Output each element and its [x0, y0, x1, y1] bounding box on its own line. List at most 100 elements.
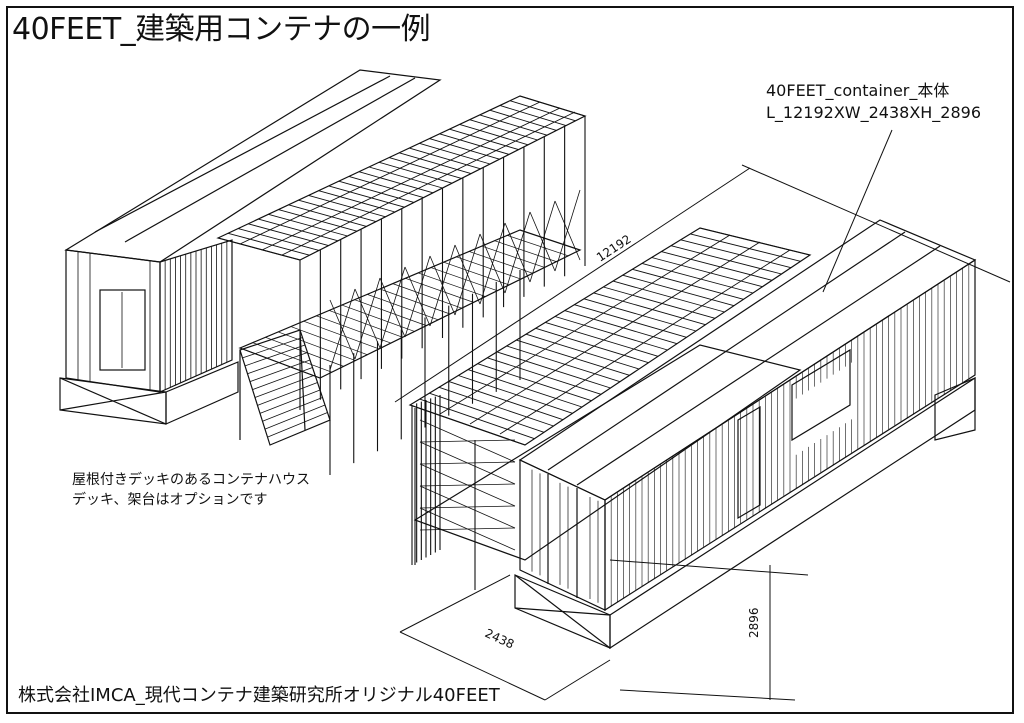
deck-board	[481, 245, 545, 268]
roof-beam	[593, 292, 706, 326]
roof-beam	[516, 339, 630, 376]
container-name-label: 40FEET_container_本体	[766, 81, 950, 100]
stair-step	[257, 382, 318, 406]
x-brace	[329, 288, 356, 371]
roof-beam	[288, 204, 367, 227]
roof-beam	[489, 109, 557, 131]
container-size-label: L_12192XW_2438XH_2896	[766, 103, 982, 122]
deck-board	[316, 315, 392, 344]
roof-beam	[499, 105, 567, 127]
roof-beam	[308, 194, 386, 218]
deck-board	[443, 261, 510, 286]
roof-beam	[509, 100, 576, 122]
roof-beam	[583, 298, 697, 332]
roof-beam	[429, 392, 545, 433]
deck-board	[354, 299, 427, 326]
deck-board	[430, 267, 498, 292]
x-brace	[554, 189, 581, 272]
page-title: 40FEET_建築用コンテナの一例	[12, 12, 431, 47]
roof-beam	[603, 286, 716, 319]
x-brace	[419, 483, 516, 487]
roof-beam	[564, 310, 678, 345]
roof-beam	[459, 123, 529, 146]
roof-beam	[699, 227, 811, 256]
roof-purlin	[439, 234, 731, 415]
roof-beam	[268, 213, 348, 237]
roof-beam	[574, 304, 687, 338]
roof-beam	[641, 262, 754, 294]
stair-step	[252, 367, 313, 390]
deck-board	[494, 240, 557, 262]
roof-beam	[368, 166, 443, 189]
roof-beam	[358, 171, 434, 194]
roof-beam	[479, 114, 548, 136]
deck-caption: 屋根付きデッキのあるコンテナハウス デッキ、架台はオプションです	[72, 470, 310, 510]
roof-beam	[399, 152, 472, 175]
stair-step	[262, 397, 323, 422]
deck-board	[239, 347, 321, 379]
roof-beam	[298, 199, 377, 223]
deck-board	[405, 277, 474, 303]
roof-beam	[248, 223, 329, 247]
roof-beam	[467, 369, 583, 408]
roof-beam	[690, 233, 801, 262]
deck-board	[418, 272, 486, 297]
roof-beam	[458, 375, 573, 414]
x-brace	[419, 505, 516, 509]
page-border	[6, 6, 1014, 714]
roof-beam	[338, 180, 415, 203]
deck-board	[367, 294, 439, 321]
x-brace	[529, 200, 556, 283]
roof-beam	[238, 228, 320, 251]
roof-beam	[525, 333, 640, 370]
roof-beam	[409, 404, 526, 446]
roof-purlin	[499, 249, 791, 435]
stair-step	[247, 352, 308, 375]
deck-board	[252, 342, 332, 373]
roof-beam	[227, 232, 310, 256]
roof-beam	[622, 274, 735, 307]
deck-board	[392, 283, 462, 309]
roof-beam	[389, 157, 462, 179]
roof-beam	[487, 357, 602, 395]
deck-board	[265, 336, 344, 367]
roof-beam	[409, 147, 481, 170]
x-brace	[404, 255, 431, 338]
deck-board	[379, 288, 451, 315]
roof-beam	[328, 185, 405, 208]
deck-board	[507, 235, 569, 257]
x-brace	[419, 527, 516, 531]
stair-step	[254, 374, 316, 398]
x-brace	[354, 277, 381, 360]
roof-beam	[449, 128, 519, 151]
deck-board	[519, 229, 581, 251]
width-dimension-label: 2438	[483, 626, 517, 652]
deck-board	[278, 331, 356, 361]
roof-purlin	[281, 111, 576, 256]
deck-board	[341, 304, 415, 332]
roof-beam	[651, 257, 763, 288]
roof-beam	[419, 398, 535, 440]
roof-beam	[278, 209, 358, 232]
x-brace	[379, 266, 406, 349]
stair-step	[242, 337, 303, 359]
roof-beam	[439, 133, 510, 155]
x-brace	[419, 439, 516, 443]
caption-line-2: デッキ、架台はオプションです	[72, 492, 268, 508]
deck-board	[468, 251, 533, 274]
roof-beam	[477, 363, 592, 402]
x-brace	[454, 233, 481, 316]
container-spec-annotation: 40FEET_container_本体 L_12192XW_2438XH_289…	[766, 80, 981, 124]
roof-beam	[632, 268, 744, 300]
dimension-lines	[394, 129, 1011, 701]
stair-step	[264, 404, 326, 430]
stair-step	[249, 359, 311, 383]
roof-purlin	[469, 241, 761, 425]
roof-beam	[429, 138, 500, 160]
roof-beam	[469, 119, 538, 141]
roof-beam	[348, 176, 424, 199]
caption-line-1: 屋根付きデッキのあるコンテナハウス	[72, 472, 310, 488]
company-footer: 株式会社IMCA_現代コンテナ建築研究所オリジナル40FEET	[18, 685, 500, 706]
roof-beam	[378, 161, 453, 184]
